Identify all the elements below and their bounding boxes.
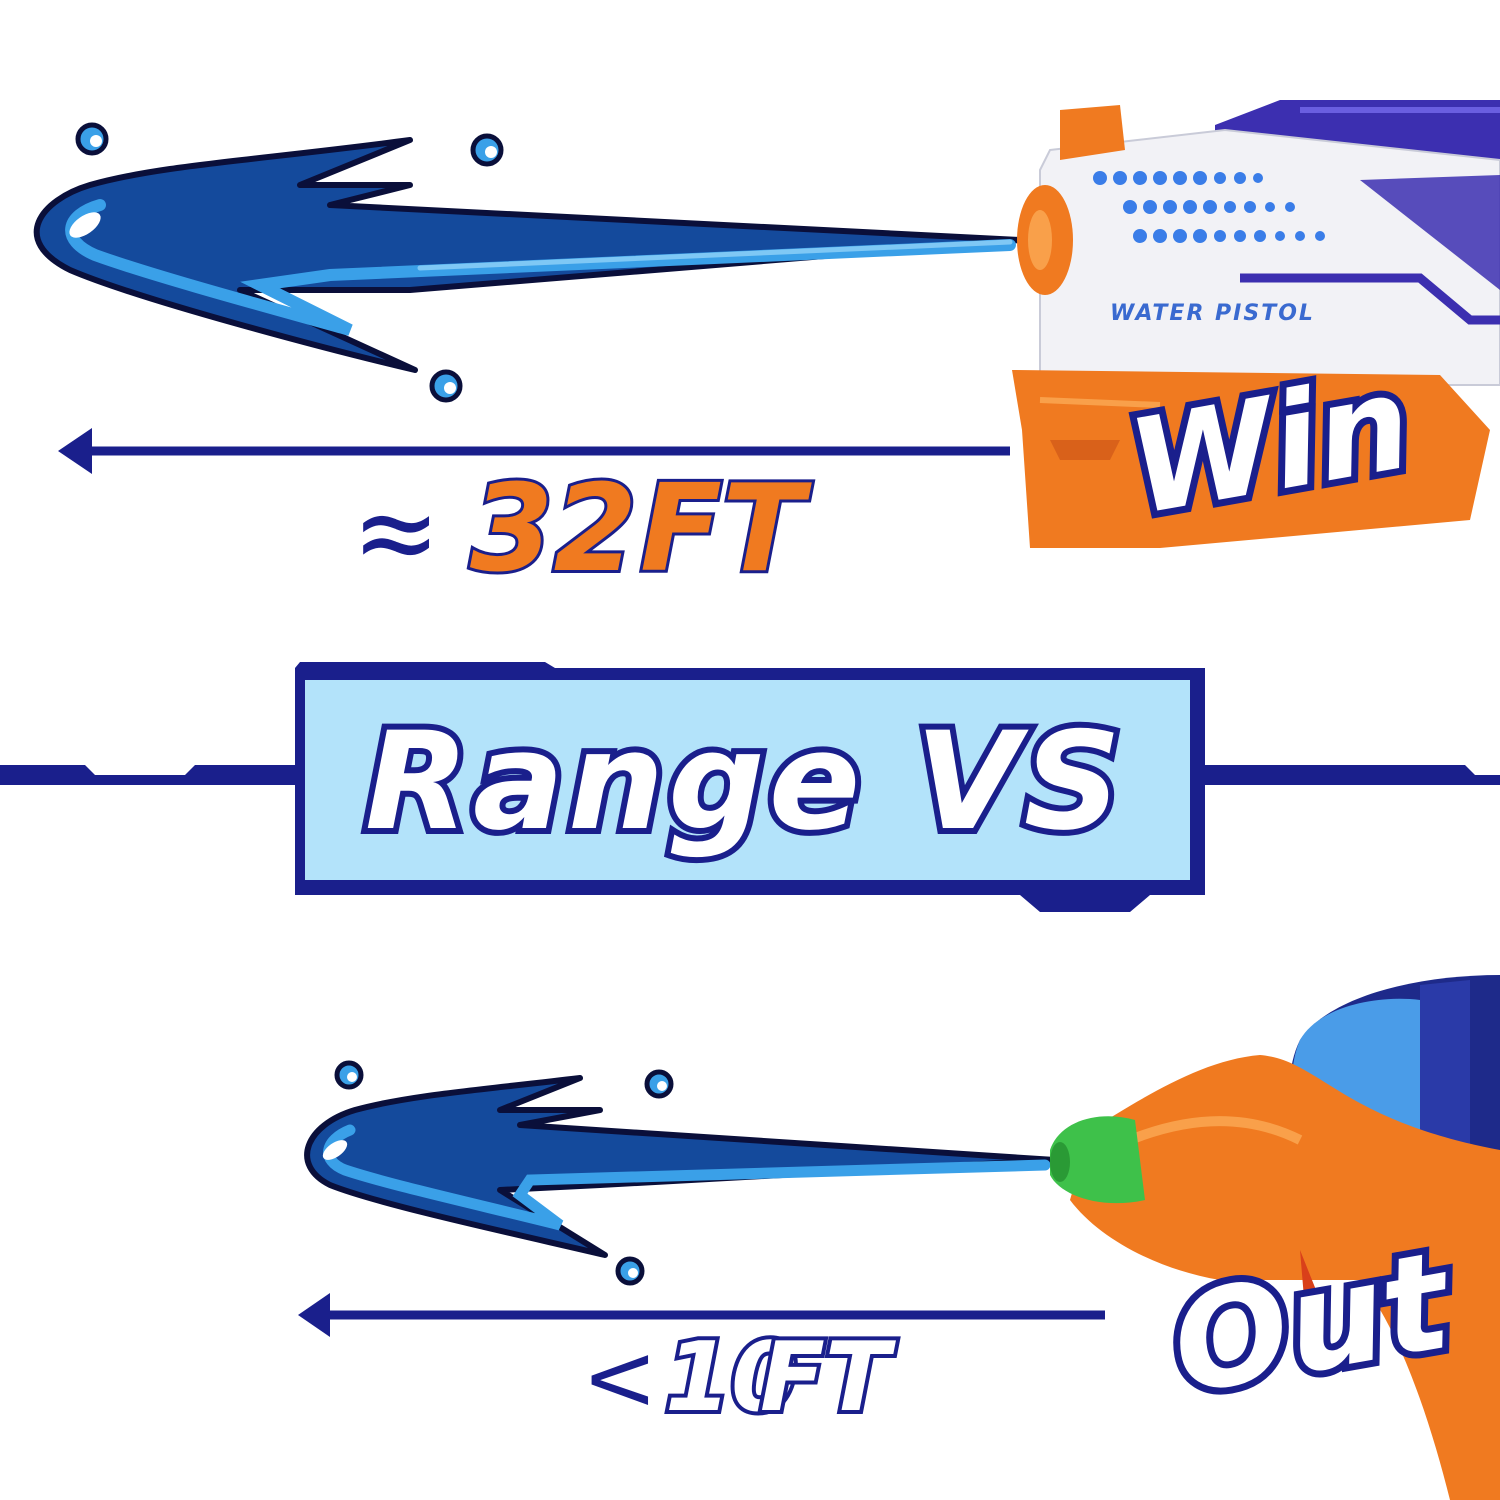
top-distance-prefix: ≈ [350,468,442,596]
water-drop-icon [644,1069,674,1099]
water-drop-icon [429,369,463,403]
bottom-section: < 10 FT Out [298,975,1500,1500]
water-drop-icon [615,1256,645,1286]
water-drop-icon [334,1060,364,1090]
arrow-left-icon [58,428,1010,474]
arrow-left-icon [298,1293,1105,1337]
gun-label: WATER PISTOL [1110,301,1315,326]
bottom-distance-prefix: < [580,1323,660,1433]
water-pistol-icon: WATER PISTOL [1012,100,1500,548]
water-drop-icon [470,133,504,167]
range-banner: Range VS [0,662,1500,912]
water-splash-icon [304,1075,1058,1258]
top-distance-label: ≈ 32 FT [349,457,815,602]
top-distance-unit: FT [640,460,812,599]
water-splash-icon [33,137,1023,373]
top-distance-value: 32 [470,460,637,599]
banner-title: Range VS [365,703,1125,860]
water-drop-icon [75,122,109,156]
water-pistol-icon [1050,975,1500,1500]
top-section: ≈ 32 FT WATER PISTOL [33,100,1500,602]
bottom-distance-unit: FT [760,1323,897,1433]
bottom-distance-value: 10 [665,1323,797,1433]
bottom-distance-label: < 10 FT [579,1319,901,1437]
